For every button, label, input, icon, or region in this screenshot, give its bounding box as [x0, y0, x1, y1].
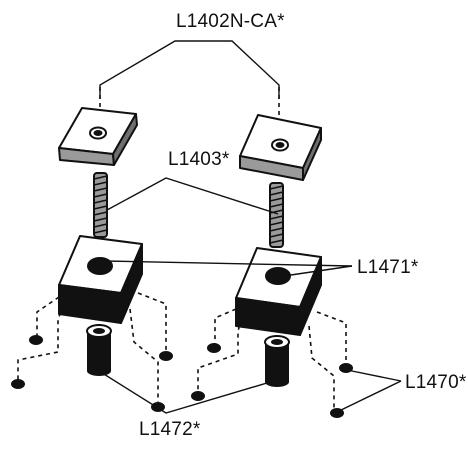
dot-right-1 — [207, 343, 221, 353]
left-threaded-stud — [93, 172, 108, 238]
dot-left-1 — [29, 335, 43, 345]
right-square-block — [235, 247, 322, 336]
label-square-block: L1471* — [357, 257, 419, 278]
right-dashed-leads — [197, 308, 347, 410]
block-leader — [103, 260, 353, 277]
left-tube-spacer — [86, 324, 112, 376]
left-dashed-leads — [17, 292, 167, 404]
left-square-block — [58, 235, 143, 324]
dot-left-2 — [11, 379, 25, 389]
label-cap-nut: L1402N-CA* — [176, 11, 285, 32]
cap-nut-leader — [99, 40, 280, 117]
left-cap-nut — [58, 107, 138, 166]
label-tube-spacer: L1472* — [139, 419, 201, 440]
tube-leader — [98, 370, 278, 414]
right-threaded-stud — [269, 182, 284, 248]
right-tube-spacer — [264, 335, 290, 387]
dot-leader — [338, 369, 402, 412]
dot-right-2 — [191, 391, 205, 401]
left-dots — [11, 335, 173, 412]
right-cap-nut — [239, 114, 322, 181]
stud-leader — [106, 177, 279, 215]
label-threaded-stud: L1403* — [168, 149, 230, 170]
label-small-dot: L1470* — [405, 372, 467, 393]
dot-left-3 — [159, 351, 173, 361]
